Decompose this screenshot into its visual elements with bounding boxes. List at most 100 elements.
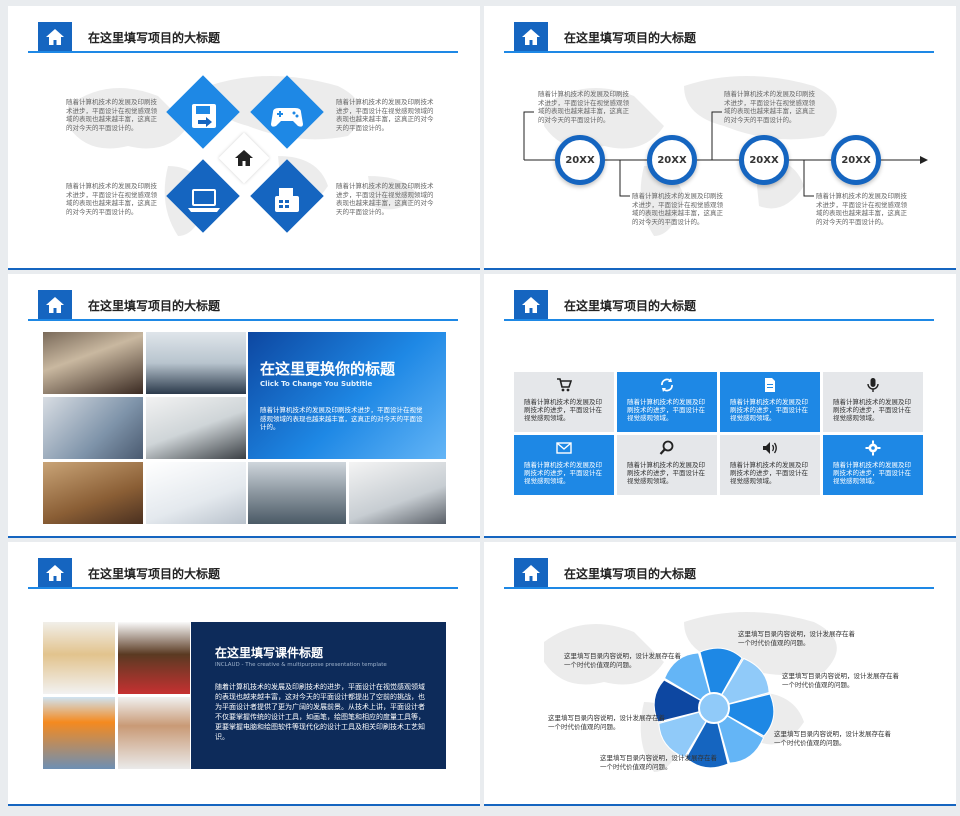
slide-4[interactable]: 在这里填写项目的大标题 随着计算机技术的发展及印刷技术的进步，平面设计在视觉感观… [484, 274, 956, 538]
feature-card-6[interactable]: 随着计算机技术的发展及印刷技术的进步，平面设计在视觉感观领域。 [617, 435, 717, 495]
photo-construction [43, 462, 143, 524]
text-block-tl: 随着计算机技术的发展及印刷技术进步，平面设计在视觉感观领域的表现也越来越丰富，这… [66, 98, 157, 132]
timeline-text-bottom-2: 随着计算机技术的发展及印刷技术进步，平面设计在视觉感观领域的表现也越来越丰富，这… [816, 192, 907, 226]
slide-bottom-line [484, 268, 956, 270]
speaker-icon [763, 442, 777, 454]
photo-businesswoman [118, 622, 190, 694]
timeline-text-bottom-1: 随着计算机技术的发展及印刷技术进步，平面设计在视觉感观领域的表现也越来越丰富，这… [632, 192, 723, 226]
home-icon [522, 565, 540, 581]
slide-header: 在这里填写项目的大标题 [504, 290, 934, 321]
slide-title: 在这里填写项目的大标题 [88, 31, 221, 45]
feature-card-text: 随着计算机技术的发展及印刷技术的进步，平面设计在视觉感观领域。 [524, 398, 602, 422]
slide-bottom-line [484, 536, 956, 538]
slide-header: 在这里填写项目的大标题 [504, 22, 934, 53]
slide-title: 在这里填写项目的大标题 [88, 567, 221, 581]
slide-title: 在这里填写项目的大标题 [564, 299, 697, 313]
photo-documents-pen [146, 462, 246, 524]
slide-title: 在这里填写项目的大标题 [564, 567, 697, 581]
photo-headset-woman [43, 622, 115, 694]
home-badge[interactable] [38, 558, 72, 588]
home-badge[interactable] [38, 290, 72, 320]
save-icon [192, 104, 216, 128]
slide-title: 在这里填写项目的大标题 [88, 299, 221, 313]
slide-header: 在这里填写项目的大标题 [28, 22, 458, 53]
timeline-node-3[interactable]: 20XX [739, 135, 789, 185]
slide-bottom-line [484, 804, 956, 806]
home-badge[interactable] [514, 22, 548, 52]
slide-2[interactable]: 在这里填写项目的大标题 20XX 20XX 20XX 20XX 随着计算机技术的… [484, 6, 956, 270]
course-title: 在这里填写课件标题 [215, 646, 324, 660]
feature-card-7[interactable]: 随着计算机技术的发展及印刷技术的进步，平面设计在视觉感观领域。 [720, 435, 820, 495]
slide-6[interactable]: 在这里填写项目的大标题 这里填写目录内容说明，设计发展存在着一个时代价值观的问题… [484, 542, 956, 806]
feature-card-4[interactable]: 随着计算机技术的发展及印刷技术的进步，平面设计在视觉感观领域。 [823, 372, 923, 432]
pinwheel-diagram[interactable] [484, 542, 956, 806]
world-map-background [68, 76, 418, 236]
refresh-icon [661, 378, 673, 392]
feature-card-2[interactable]: 随着计算机技术的发展及印刷技术的进步，平面设计在视觉感观领域。 [617, 372, 717, 432]
timeline-text-top-1: 随着计算机技术的发展及印刷技术进步，平面设计在视觉感观领域的表现也越来越丰富，这… [538, 90, 629, 124]
slide-5[interactable]: 在这里填写项目的大标题 在这里填写课件标题 INCLAUD - The crea… [8, 542, 480, 806]
timeline-node-4[interactable]: 20XX [831, 135, 881, 185]
home-icon [235, 150, 253, 166]
overlay-title: 在这里更换你的标题 [260, 360, 396, 378]
pinwheel-item-2: 这里填写目录内容说明，设计发展存在着一个时代价值观的问题。 [782, 672, 899, 689]
world-map-background [544, 76, 837, 236]
timeline-node-1[interactable]: 20XX [555, 135, 605, 185]
feature-card-8[interactable]: 随着计算机技术的发展及印刷技术的进步，平面设计在视觉感观领域。 [823, 435, 923, 495]
feature-card-5[interactable]: 随着计算机技术的发展及印刷技术的进步，平面设计在视觉感观领域。 [514, 435, 614, 495]
home-badge[interactable] [514, 558, 548, 588]
photo-engineer [43, 697, 115, 769]
overlay-panel[interactable]: 在这里更换你的标题 Click To Change You Subtitle 随… [248, 332, 446, 459]
laptop-icon [188, 189, 220, 212]
slide-bottom-line [8, 268, 480, 270]
text-block-br: 随着计算机技术的发展及印刷技术进步，平面设计在视觉感观领域的表现也越来越丰富，这… [336, 182, 434, 216]
slide-header: 在这里填写项目的大标题 [28, 558, 458, 589]
home-badge[interactable] [514, 290, 548, 320]
feature-card-text: 随着计算机技术的发展及印刷技术的进步，平面设计在视觉感观领域。 [524, 461, 602, 485]
timeline-connectors [523, 111, 928, 197]
header-rule [504, 319, 934, 321]
course-panel[interactable]: 在这里填写课件标题 INCLAUD - The creative & multi… [191, 622, 446, 769]
header-rule [28, 319, 458, 321]
home-badge[interactable] [38, 22, 72, 52]
photo-meeting-room [43, 332, 143, 394]
feature-card-3[interactable]: 随着计算机技术的发展及印刷技术的进步，平面设计在视觉感观领域。 [720, 372, 820, 432]
gamepad-icon [271, 108, 303, 127]
feature-card-1[interactable]: 随着计算机技术的发展及印刷技术的进步，平面设计在视觉感观领域。 [514, 372, 614, 432]
text-block-tr: 随着计算机技术的发展及印刷技术进步，平面设计在视觉感观领域的表现也越来越丰富，这… [336, 98, 434, 132]
photo-business-team [146, 332, 246, 394]
gear-icon [865, 440, 881, 456]
pinwheel-item-1: 这里填写目录内容说明，设计发展存在着一个时代价值观的问题。 [738, 630, 855, 647]
overlay-subtitle: Click To Change You Subtitle [260, 380, 373, 388]
slide-bottom-line [8, 536, 480, 538]
timeline-text-top-2: 随着计算机技术的发展及印刷技术进步，平面设计在视觉感观领域的表现也越来越丰富，这… [724, 90, 815, 124]
search-icon [659, 440, 674, 455]
slide-header: 在这里填写项目的大标题 [28, 290, 458, 321]
timeline-node-2[interactable]: 20XX [647, 135, 697, 185]
feature-card-text: 随着计算机技术的发展及印刷技术的进步，平面设计在视觉感观领域。 [730, 461, 808, 485]
photo-tablet-chart [146, 397, 246, 459]
home-icon [522, 29, 540, 45]
slide-bottom-line [8, 804, 480, 806]
home-icon [46, 565, 64, 581]
header-rule [504, 51, 934, 53]
home-icon [46, 297, 64, 313]
text-block-bl: 随着计算机技术的发展及印刷技术进步，平面设计在视觉感观领域的表现也越来越丰富，这… [66, 182, 157, 216]
slide-header: 在这里填写项目的大标题 [504, 558, 934, 589]
photo-smiling-man [118, 697, 190, 769]
printer-icon [275, 188, 299, 212]
photo-handshake [43, 397, 143, 459]
pinwheel-item-3: 这里填写目录内容说明，设计发展存在着一个时代价值观的问题。 [564, 652, 681, 669]
feature-card-text: 随着计算机技术的发展及印刷技术的进步，平面设计在视觉感观领域。 [730, 398, 808, 422]
microphone-icon [867, 378, 879, 392]
feature-card-text: 随着计算机技术的发展及印刷技术的进步，平面设计在视觉感观领域。 [627, 398, 705, 422]
pinwheel-item-4: 这里填写目录内容说明，设计发展存在着一个时代价值观的问题。 [548, 714, 665, 731]
slide-1[interactable]: 在这里填写项目的大标题 随着计算机技术的发展及印刷技术进步，平面设计在视觉感观领… [8, 6, 480, 270]
photo-writing-hand [349, 462, 446, 524]
mail-icon [556, 442, 572, 454]
slide-3[interactable]: 在这里填写项目的大标题 在这里更换你的标题 Click To Change Yo… [8, 274, 480, 538]
photo-conference [248, 462, 346, 524]
course-subtitle: INCLAUD - The creative & multipurpose pr… [215, 662, 387, 668]
feature-card-text: 随着计算机技术的发展及印刷技术的进步，平面设计在视觉感观领域。 [833, 461, 911, 485]
